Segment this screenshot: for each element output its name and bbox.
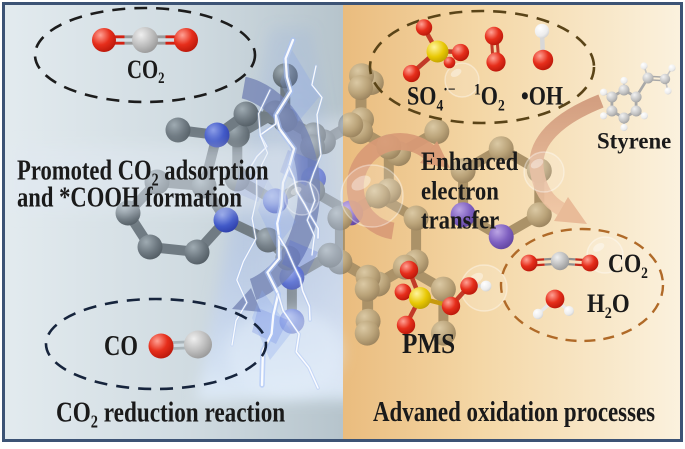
svg-text:and *COOH formation: and *COOH formation [17, 181, 242, 213]
svg-text:PMS: PMS [402, 328, 455, 360]
svg-text:CO: CO [104, 329, 138, 361]
svg-text:CO2: CO2 [608, 250, 648, 282]
svg-text:Styrene: Styrene [597, 128, 671, 154]
svg-text:Enhanced: Enhanced [421, 148, 519, 177]
svg-text:transfer: transfer [421, 206, 499, 235]
svg-text:1O2: 1O2 [474, 82, 505, 115]
svg-text:Promoted CO2 adsorption: Promoted CO2 adsorption [17, 154, 269, 190]
svg-text:•OH: •OH [521, 83, 563, 111]
svg-text:CO2 reduction reaction: CO2 reduction reaction [56, 396, 286, 432]
svg-text:electron: electron [421, 177, 499, 206]
svg-text:Advaned oxidation processes: Advaned oxidation processes [373, 395, 655, 427]
